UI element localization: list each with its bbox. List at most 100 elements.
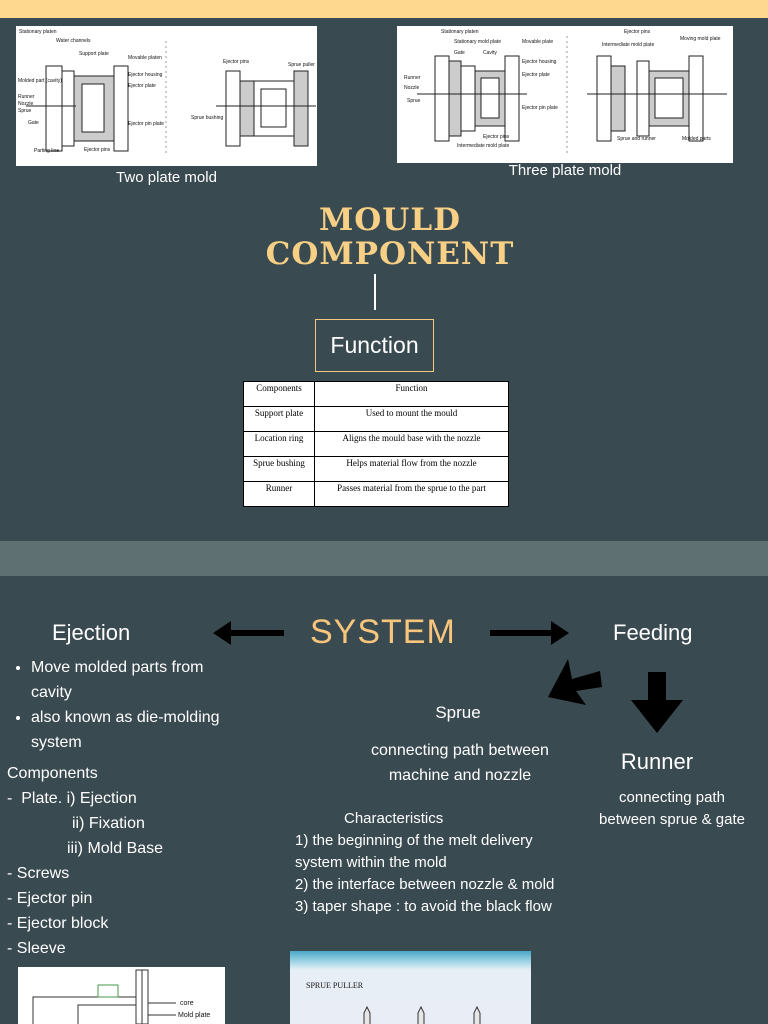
feeding-heading: Feeding (613, 620, 693, 645)
right-arrow-icon (490, 621, 569, 645)
table-cell: Runner (243, 481, 315, 507)
core-mold-plate-drawing: core Mold plate (32, 969, 210, 1024)
characteristic-item: 3) taper shape : to avoid the black flow (295, 898, 552, 915)
title-line-1: MOULD (318, 202, 462, 238)
characteristics-heading: Characteristics (344, 810, 444, 827)
down-arrow-icon (631, 672, 683, 733)
label: Ejector pins (84, 147, 111, 153)
three-plate-mold-diagram: Stationary platen Stationary mold plate … (397, 26, 733, 163)
label: Stationary platen (441, 29, 479, 35)
label: Parting line (34, 148, 59, 154)
label: Sprue bushing (191, 115, 223, 121)
two-plate-mold-diagram: Stationary platen Water channels Support… (16, 26, 317, 166)
label: Moving mold plate (680, 36, 721, 42)
label: Runner (18, 94, 35, 100)
three-plate-mold-caption: Three plate mold (508, 162, 622, 179)
label: Sprue (18, 108, 32, 114)
table-row: Support plate Used to mount the mould (243, 406, 509, 432)
sprue-puller-label: SPRUE PULLER (306, 981, 364, 990)
label: Stationary mold plate (454, 39, 501, 45)
three-plate-mold-drawing: Stationary platen Stationary mold plate … (404, 29, 727, 156)
diagonal-arrow-icon (548, 659, 602, 705)
table-cell: Helps material flow from the nozzle (314, 456, 509, 482)
components-heading: Components (7, 765, 98, 782)
label: Nozzle (18, 101, 34, 107)
label: Intermediate mold plate (457, 143, 509, 149)
sprue-puller-drawing: SPRUE PULLER (306, 981, 481, 1024)
component-item: ii) Fixation (72, 815, 145, 832)
label: Movable plate (522, 39, 553, 45)
label: Gate (454, 50, 465, 56)
label: Ejector housing (128, 72, 163, 78)
sprue-heading: Sprue (435, 703, 481, 722)
table-cell: Aligns the mould base with the nozzle (314, 431, 509, 457)
table-cell: Sprue bushing (243, 456, 315, 482)
table-cell: Used to mount the mould (314, 406, 509, 432)
sprue-puller-image: SPRUE PULLER (290, 951, 531, 1024)
label: Runner (404, 75, 421, 81)
two-plate-mold-caption: Two plate mold (116, 169, 217, 186)
label: Ejector pins (624, 29, 651, 35)
connector-line (374, 274, 376, 310)
label: Ejector plate (522, 72, 550, 78)
top-accent-bar (0, 0, 768, 18)
runner-description: connecting path between sprue & gate (599, 789, 745, 828)
characteristic-item: system within the mold (295, 854, 447, 871)
component-item: - Ejector pin (7, 890, 93, 907)
component-item: iii) Mold Base (67, 840, 164, 857)
table-header-cell: Components (243, 381, 315, 407)
system-label: SYSTEM (310, 613, 456, 651)
label: Gate (28, 120, 39, 126)
table-cell: Passes material from the sprue to the pa… (314, 481, 509, 507)
label: Ejector pin plate (128, 121, 164, 127)
two-plate-mold-drawing: Stationary platen Water channels Support… (18, 29, 316, 156)
label: Molded parts (682, 136, 711, 142)
table-row: Runner Passes material from the sprue to… (243, 481, 509, 507)
title-line-2: COMPONENT (265, 236, 515, 272)
table-header-cell: Function (314, 381, 509, 407)
left-arrow-icon (213, 621, 284, 645)
label: Movable platen (128, 55, 162, 61)
label: Sprue puller (288, 62, 315, 68)
section-divider-band (0, 541, 768, 576)
characteristic-item: 2) the interface between nozzle & mold (295, 876, 555, 893)
core-mold-plate-diagram: core Mold plate (18, 967, 225, 1024)
component-item: - Screws (7, 865, 70, 882)
label: Ejector pin plate (522, 105, 558, 111)
characteristics-list: 1) the beginning of the melt delivery sy… (295, 830, 595, 918)
table-row: Sprue bushing Helps material flow from t… (243, 456, 509, 482)
ejection-bullet: also known as die-molding system (31, 705, 248, 755)
runner-heading: Runner (620, 749, 694, 774)
ejection-bullet: Move molded parts from cavity (31, 655, 248, 705)
label: core (180, 1000, 194, 1007)
characteristic-item: 1) the beginning of the melt delivery (295, 832, 533, 849)
label: Ejector pins (483, 134, 510, 140)
component-function-table: Components Function Support plate Used t… (243, 381, 509, 507)
label: Ejector housing (522, 59, 557, 65)
page-title: MOULD COMPONENT (200, 203, 580, 271)
label: Intermediate mold plate (602, 42, 654, 48)
label: Cavity (483, 50, 497, 56)
label: Support plate (79, 51, 109, 57)
table-header-row: Components Function (243, 381, 509, 407)
label: Stationary platen (19, 29, 57, 35)
component-item: - Ejector block (7, 915, 109, 932)
label: Water channels (56, 38, 91, 44)
component-item: - Sleeve (7, 940, 66, 957)
table-cell: Location ring (243, 431, 315, 457)
function-box: Function (315, 319, 434, 372)
table-row: Location ring Aligns the mould base with… (243, 431, 509, 457)
ejection-heading: Ejection (52, 620, 131, 645)
label: Molded part (cavity) (18, 78, 62, 84)
ejection-components: Components - Plate. i) Ejection ii) Fixa… (7, 761, 257, 961)
table-cell: Support plate (243, 406, 315, 432)
label: Sprue and runner (617, 136, 656, 142)
label: Ejector pins (223, 59, 250, 65)
label: Nozzle (404, 85, 420, 91)
label: Ejector plate (128, 83, 156, 89)
component-item: - Plate. i) Ejection (7, 790, 137, 807)
sprue-description: connecting path between machine and nozz… (371, 742, 549, 784)
label: Sprue (407, 98, 421, 104)
label: Mold plate (178, 1012, 210, 1019)
ejection-bullet-list: Move molded parts from cavity also known… (8, 655, 248, 755)
